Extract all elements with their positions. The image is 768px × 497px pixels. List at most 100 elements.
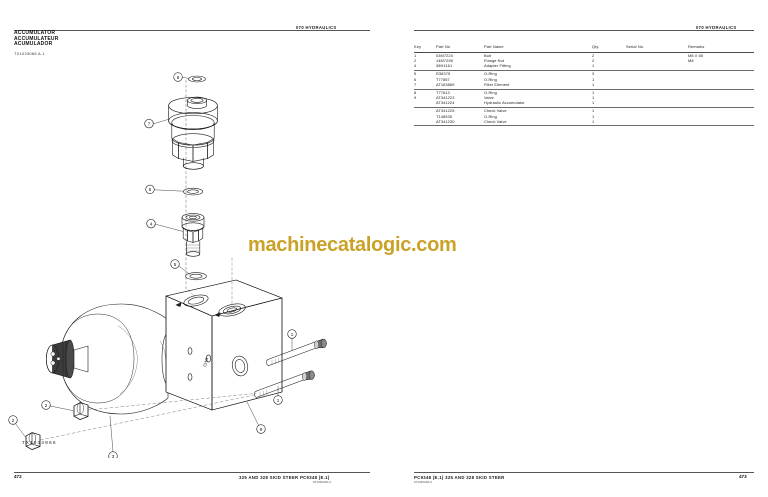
part-key: 5 xyxy=(414,71,417,77)
part-name: Check Valve xyxy=(484,119,592,127)
part-number: T77857 xyxy=(436,76,450,82)
section-title: ACCUMULATOR ACCUMULATEUR ACUMULADOR xyxy=(14,30,59,48)
col-header-serial-no: Serial No. xyxy=(626,44,688,53)
part-name: O-Ring xyxy=(484,113,497,119)
part-key xyxy=(414,100,436,108)
part-number: T148935 xyxy=(436,113,453,119)
part-qty: 1 xyxy=(592,64,626,72)
part-name: Filter Element xyxy=(484,82,592,90)
drawing-number: TX1033066 xyxy=(22,441,57,446)
part-key: 6 xyxy=(414,76,417,82)
part-number: R36375 xyxy=(436,71,451,77)
part-name: Adapter Fitting xyxy=(484,64,592,72)
svg-text:8: 8 xyxy=(177,75,180,80)
part-serial xyxy=(626,52,688,59)
col-header-key: Key xyxy=(414,44,436,53)
header-rule-left xyxy=(14,30,370,31)
page-number-left: 472 xyxy=(14,474,22,479)
part-qty: 2 xyxy=(592,52,595,58)
part-qty: 3 xyxy=(592,71,595,77)
part-key: 9 xyxy=(414,95,417,101)
col-header-qty: Qty. xyxy=(592,44,626,53)
assembly-drawing: 8 xyxy=(8,72,327,458)
section-title-en: ACCUMULATOR xyxy=(14,30,56,36)
footer-rule-right xyxy=(414,472,754,473)
site-watermark: machinecatalogic.com xyxy=(248,234,457,256)
part-serial xyxy=(626,107,688,114)
part-qty: 1 xyxy=(592,76,595,82)
part-key: 7 xyxy=(414,82,436,90)
part-number: 38H1161 xyxy=(436,64,484,72)
part-serial xyxy=(626,82,688,90)
svg-text:7: 7 xyxy=(148,121,151,126)
part-name: O-Ring xyxy=(484,76,497,82)
part-number: 14M7296 xyxy=(436,58,453,64)
svg-text:3: 3 xyxy=(112,454,115,458)
part-remarks xyxy=(688,64,754,72)
part-remarks xyxy=(688,100,754,108)
svg-text:1: 1 xyxy=(291,332,294,337)
footer-text-right: PC9348 (E.1) 325 AND 328 SKID STEER xyxy=(414,475,505,480)
part-serial xyxy=(626,89,688,96)
part-remarks xyxy=(688,71,754,78)
footer-sub-right: 9T1000A8A.0 xyxy=(414,481,433,484)
section-title-es: ACUMULADOR xyxy=(14,41,53,48)
part-remarks xyxy=(688,107,754,114)
table-row: 5 R36375 O-Ring 3 xyxy=(414,71,754,78)
svg-text:9: 9 xyxy=(260,427,263,432)
parts-table: Key Part No Part Name Qty. Serial No. Re… xyxy=(414,44,754,127)
part-number: AT163869 xyxy=(436,82,484,90)
part-qty: 1 xyxy=(592,113,595,119)
part-number: AT341225 xyxy=(436,108,455,114)
section-title-fr: ACCUMULATEUR xyxy=(14,35,59,42)
part-key xyxy=(414,107,436,114)
accumulator-exploded-diagram: 8 xyxy=(0,58,384,458)
footer-rule-left xyxy=(14,472,370,473)
svg-text:CHG: CHG xyxy=(202,357,209,367)
section-reference: TX1033066 A.1 xyxy=(14,51,45,56)
part-serial xyxy=(626,64,688,72)
table-header-row: Key Part No Part Name Qty. Serial No. Re… xyxy=(414,44,754,53)
part-name: O-Ring xyxy=(484,89,497,95)
part-qty: 1 xyxy=(592,89,595,95)
svg-text:2: 2 xyxy=(12,418,15,423)
svg-text:5: 5 xyxy=(174,262,177,267)
part-name: Valve xyxy=(484,95,494,101)
part-qty: 1 xyxy=(592,95,595,101)
part-name: Hydraulic Accumulator xyxy=(484,101,592,108)
part-serial xyxy=(626,100,688,108)
part-qty: 1 xyxy=(592,108,595,114)
part-qty: 2 xyxy=(592,58,595,64)
part-qty: 1 xyxy=(592,82,626,90)
table-row: T148935 O-Ring 1 xyxy=(414,114,754,119)
svg-text:1: 1 xyxy=(277,398,280,403)
part-key xyxy=(414,119,436,127)
running-head-left: 070 HYDRAULICS xyxy=(296,25,337,30)
part-key: 2 xyxy=(414,58,417,64)
part-name: O-Ring xyxy=(484,71,497,77)
part-remarks: M8 xyxy=(688,58,694,64)
part-key: 1 xyxy=(414,52,417,58)
part-serial xyxy=(626,71,688,78)
part-remarks: M8 X 65 xyxy=(688,52,704,58)
svg-text:6: 6 xyxy=(149,187,152,192)
part-key: 4 xyxy=(414,64,436,72)
part-name: Bolt xyxy=(484,52,492,58)
right-page: 070 HYDRAULICS Key Part No Part Name Qty… xyxy=(384,0,768,497)
table-row: 6 T77857 O-Ring 1 xyxy=(414,77,754,82)
part-qty: 1 xyxy=(592,101,626,108)
footer-text-left: 325 AND 328 SKID STEER PC9348 (E.1) xyxy=(239,475,330,480)
running-head-right: 070 HYDRAULICS xyxy=(696,25,737,30)
parts-table-container: Key Part No Part Name Qty. Serial No. Re… xyxy=(414,44,754,127)
part-serial xyxy=(626,119,688,127)
col-header-remarks: Remarks xyxy=(688,44,754,53)
